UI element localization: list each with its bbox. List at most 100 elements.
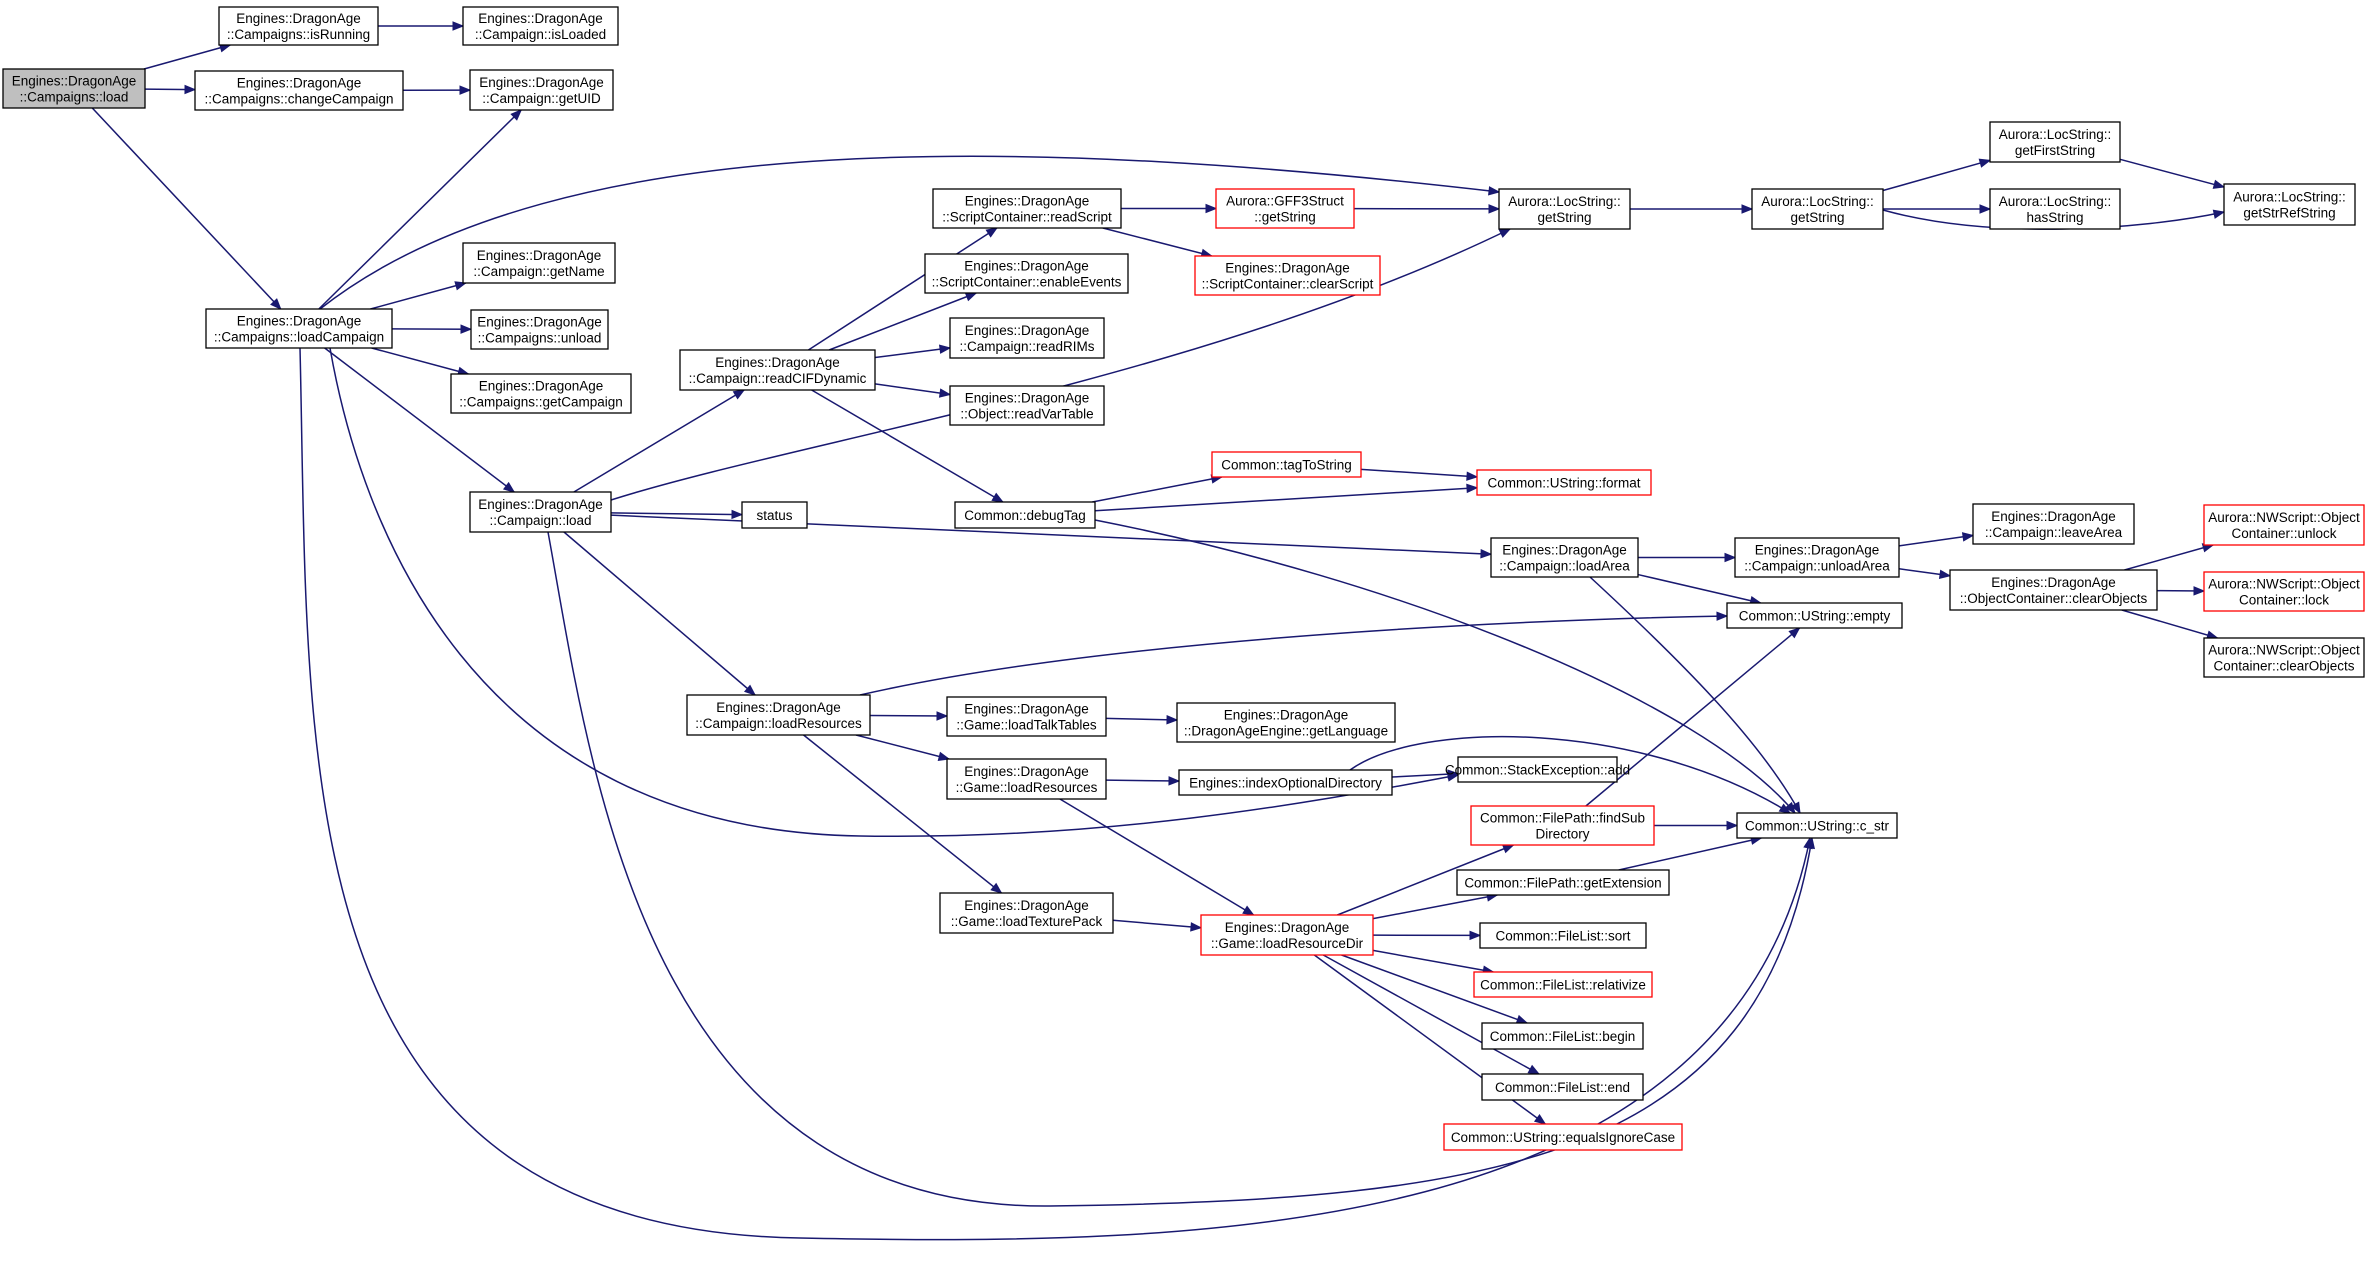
node-box[interactable] <box>1989 121 2121 163</box>
node-campaigns_load[interactable]: Engines::DragonAge::Campaigns::load <box>2 68 146 109</box>
node-readScript[interactable]: Engines::DragonAge::ScriptContainer::rea… <box>932 188 1122 229</box>
node-gff3_getString[interactable]: Aurora::GFF3Struct::getString <box>1215 188 1355 229</box>
node-box[interactable] <box>741 501 808 529</box>
node-game_loadResources[interactable]: Engines::DragonAge::Game::loadResources <box>946 758 1107 800</box>
node-unloadArea[interactable]: Engines::DragonAge::Campaign::unloadArea <box>1734 537 1900 578</box>
node-loadTalkTables[interactable]: Engines::DragonAge::Game::loadTalkTables <box>946 696 1107 737</box>
node-box[interactable] <box>1751 188 1884 230</box>
node-box[interactable] <box>1490 537 1639 578</box>
node-box[interactable] <box>2203 504 2365 546</box>
node-box[interactable] <box>462 6 619 46</box>
node-box[interactable] <box>1949 569 2158 611</box>
node-getUID[interactable]: Engines::DragonAge::Campaign::getUID <box>469 69 614 111</box>
node-box[interactable] <box>1470 805 1655 846</box>
node-stackAdd[interactable]: Common::StackException::add <box>1445 756 1630 783</box>
node-c_str[interactable]: Common::UString::c_str <box>1736 812 1898 839</box>
node-clearObjects[interactable]: Engines::DragonAge::ObjectContainer::cle… <box>1949 569 2158 611</box>
node-box[interactable] <box>1194 255 1381 296</box>
node-box[interactable] <box>470 309 609 350</box>
node-status[interactable]: status <box>741 501 808 529</box>
node-clearScript[interactable]: Engines::DragonAge::ScriptContainer::cle… <box>1194 255 1381 296</box>
node-indexOptionalDirectory[interactable]: Engines::indexOptionalDirectory <box>1178 769 1393 796</box>
node-getName[interactable]: Engines::DragonAge::Campaign::getName <box>462 242 616 284</box>
node-box[interactable] <box>2203 637 2365 678</box>
node-box[interactable] <box>450 373 632 414</box>
node-begin[interactable]: Common::FileList::begin <box>1481 1022 1644 1050</box>
node-loc_getString2[interactable]: Aurora::LocString::getString <box>1751 188 1884 230</box>
node-getCampaign[interactable]: Engines::DragonAge::Campaigns::getCampai… <box>450 373 632 414</box>
node-campaign_load[interactable]: Engines::DragonAge::Campaign::load <box>469 491 612 533</box>
node-box[interactable] <box>1481 1073 1644 1101</box>
node-readCIFDynamic[interactable]: Engines::DragonAge::Campaign::readCIFDyn… <box>679 349 876 391</box>
node-debugTag[interactable]: Common::debugTag <box>954 501 1096 529</box>
node-loadTexturePack[interactable]: Engines::DragonAge::Game::loadTexturePac… <box>939 892 1114 934</box>
node-box[interactable] <box>679 349 876 391</box>
node-leaveArea[interactable]: Engines::DragonAge::Campaign::leaveArea <box>1972 503 2135 545</box>
node-loadResourceDir[interactable]: Engines::DragonAge::Game::loadResourceDi… <box>1200 914 1374 956</box>
node-end[interactable]: Common::FileList::end <box>1481 1073 1644 1101</box>
node-box[interactable] <box>1989 188 2121 230</box>
node-box[interactable] <box>932 188 1122 229</box>
node-box[interactable] <box>1443 1123 1683 1151</box>
node-changeCampaign[interactable]: Engines::DragonAge::Campaigns::changeCam… <box>194 70 404 111</box>
node-box[interactable] <box>686 694 871 736</box>
node-box[interactable] <box>218 6 379 46</box>
node-box[interactable] <box>1473 971 1653 998</box>
node-getStrRefString[interactable]: Aurora::LocString::getStrRefString <box>2223 183 2356 226</box>
node-box[interactable] <box>1479 922 1647 949</box>
node-nw_unlock[interactable]: Aurora::NWScript::ObjectContainer::unloc… <box>2203 504 2365 546</box>
node-box[interactable] <box>2 68 146 109</box>
node-sort[interactable]: Common::FileList::sort <box>1479 922 1647 949</box>
node-getExtension[interactable]: Common::FilePath::getExtension <box>1456 869 1670 896</box>
node-box[interactable] <box>1972 503 2135 545</box>
node-box[interactable] <box>949 385 1105 426</box>
node-box[interactable] <box>1481 1022 1644 1050</box>
node-loadArea[interactable]: Engines::DragonAge::Campaign::loadArea <box>1490 537 1639 578</box>
node-box[interactable] <box>1456 869 1670 896</box>
node-readRIMs[interactable]: Engines::DragonAge::Campaign::readRIMs <box>949 317 1105 359</box>
node-getFirstString[interactable]: Aurora::LocString::getFirstString <box>1989 121 2121 163</box>
node-box[interactable] <box>946 696 1107 737</box>
node-box[interactable] <box>469 491 612 533</box>
node-hasString[interactable]: Aurora::LocString::hasString <box>1989 188 2121 230</box>
node-enableEvents[interactable]: Engines::DragonAge::ScriptContainer::ena… <box>924 253 1129 294</box>
node-box[interactable] <box>469 69 614 111</box>
node-empty[interactable]: Common::UString::empty <box>1726 602 1903 629</box>
node-box[interactable] <box>946 758 1107 800</box>
node-isLoaded[interactable]: Engines::DragonAge::Campaign::isLoaded <box>462 6 619 46</box>
node-box[interactable] <box>194 70 404 111</box>
node-box[interactable] <box>1211 451 1362 478</box>
node-loadCampaign[interactable]: Engines::DragonAge::Campaigns::loadCampa… <box>205 308 393 349</box>
node-box[interactable] <box>1476 469 1652 496</box>
node-readVarTable[interactable]: Engines::DragonAge::Object::readVarTable <box>949 385 1105 426</box>
node-box[interactable] <box>1215 188 1355 229</box>
node-box[interactable] <box>2223 183 2356 226</box>
node-box[interactable] <box>1734 537 1900 578</box>
node-unload[interactable]: Engines::DragonAge::Campaigns::unload <box>470 309 609 350</box>
node-box[interactable] <box>205 308 393 349</box>
node-box[interactable] <box>1176 702 1396 743</box>
node-box[interactable] <box>1178 769 1393 796</box>
node-box[interactable] <box>2203 571 2365 612</box>
node-box[interactable] <box>954 501 1096 529</box>
node-box[interactable] <box>1736 812 1898 839</box>
node-box[interactable] <box>1498 188 1631 230</box>
node-box[interactable] <box>1726 602 1903 629</box>
node-getLanguage[interactable]: Engines::DragonAge::DragonAgeEngine::get… <box>1176 702 1396 743</box>
node-box[interactable] <box>939 892 1114 934</box>
node-box[interactable] <box>949 317 1105 359</box>
node-box[interactable] <box>1457 756 1618 783</box>
node-box[interactable] <box>924 253 1129 294</box>
node-relativize[interactable]: Common::FileList::relativize <box>1473 971 1653 998</box>
node-campaign_loadResources[interactable]: Engines::DragonAge::Campaign::loadResour… <box>686 694 871 736</box>
node-box[interactable] <box>1200 914 1374 956</box>
node-equalsIgnoreCase[interactable]: Common::UString::equalsIgnoreCase <box>1443 1123 1683 1151</box>
node-format[interactable]: Common::UString::format <box>1476 469 1652 496</box>
node-nw_lock[interactable]: Aurora::NWScript::ObjectContainer::lock <box>2203 571 2365 612</box>
node-tagToString[interactable]: Common::tagToString <box>1211 451 1362 478</box>
node-nw_clearObjects[interactable]: Aurora::NWScript::ObjectContainer::clear… <box>2203 637 2365 678</box>
node-box[interactable] <box>462 242 616 284</box>
node-isRunning[interactable]: Engines::DragonAge::Campaigns::isRunning <box>218 6 379 46</box>
node-loc_getString1[interactable]: Aurora::LocString::getString <box>1498 188 1631 230</box>
